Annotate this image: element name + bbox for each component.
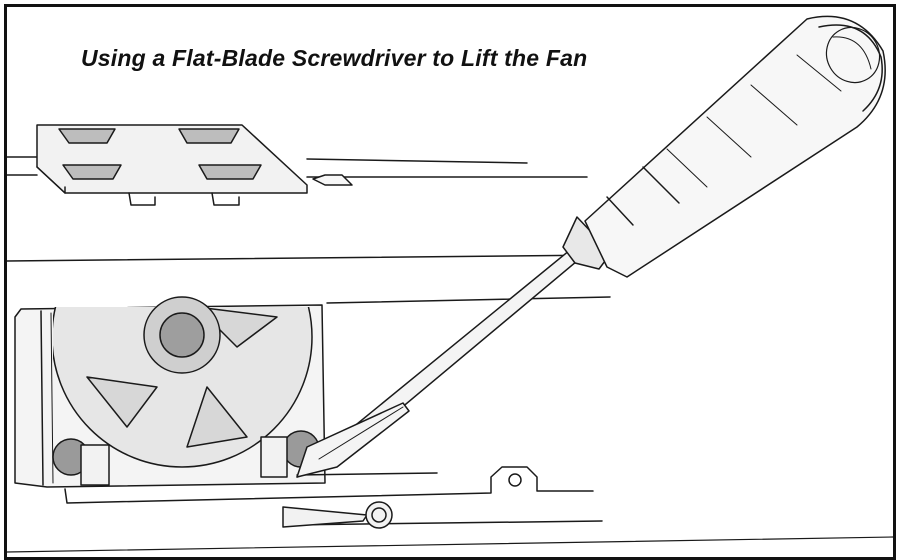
heat-sink-bracket bbox=[7, 124, 353, 206]
illustration-frame: Using a Flat-Blade Screwdriver to Lift t… bbox=[4, 4, 896, 560]
chassis-lines bbox=[7, 158, 893, 553]
figure-title: Using a Flat-Blade Screwdriver to Lift t… bbox=[81, 45, 588, 71]
screwdriver bbox=[296, 15, 886, 478]
fan-removal-illustration bbox=[7, 15, 893, 553]
fan bbox=[14, 296, 326, 488]
mounting-plate bbox=[64, 466, 594, 529]
